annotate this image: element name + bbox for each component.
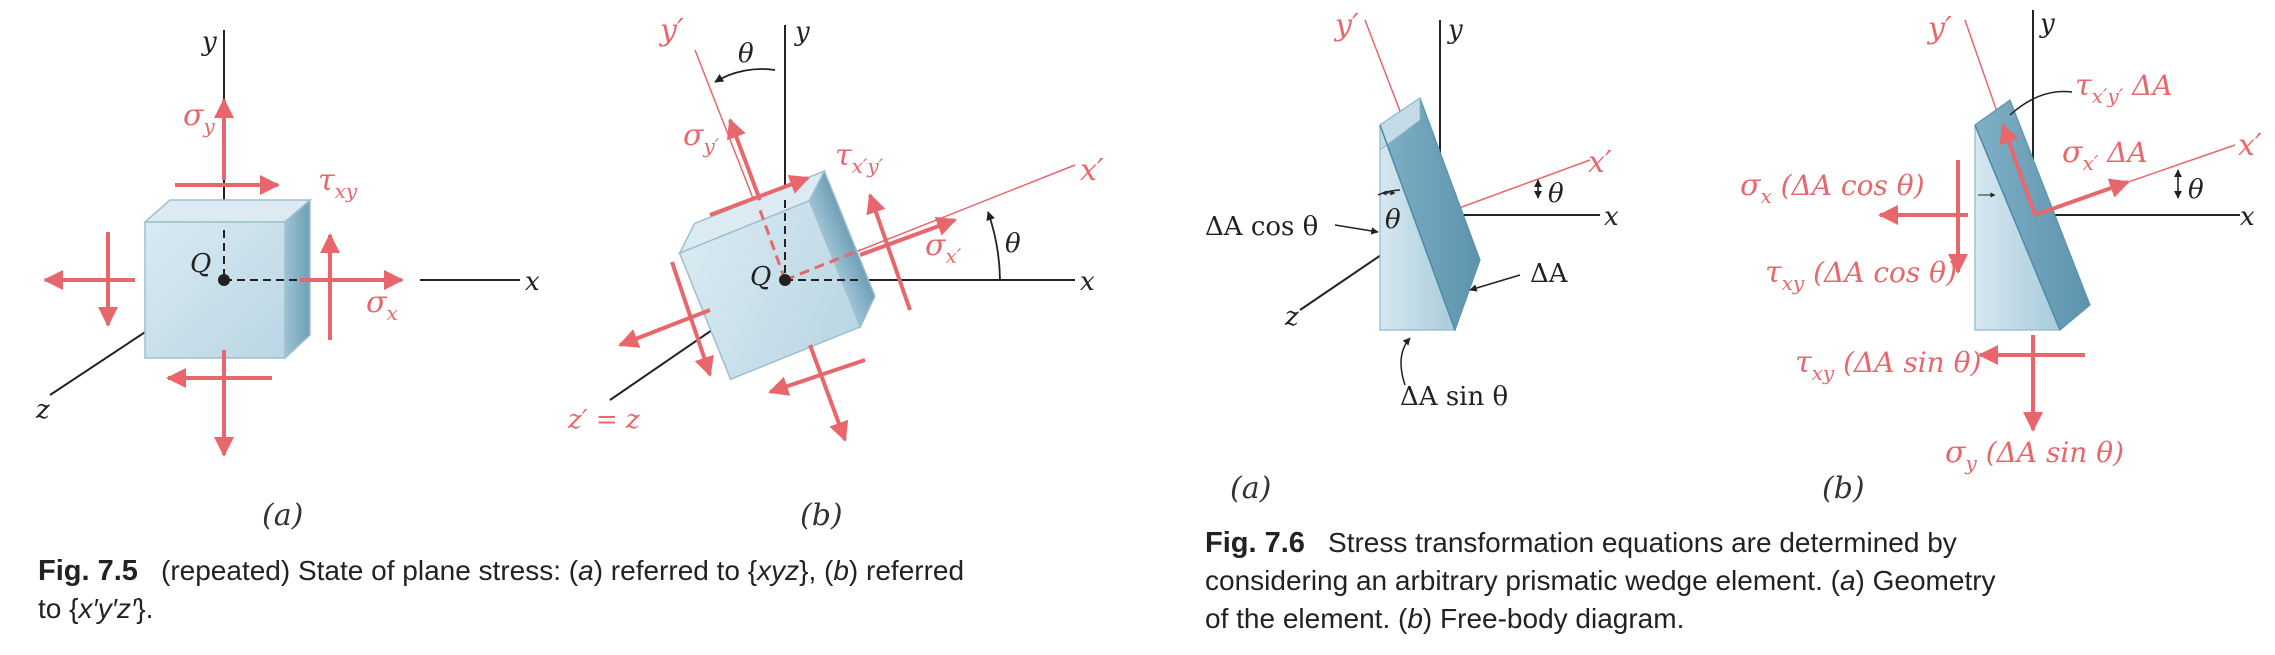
fig5b-label-theta-right: θ — [1005, 229, 1021, 259]
fig5b-label-theta-top: θ — [738, 39, 754, 69]
fig5a-panel-label: (a) — [262, 498, 303, 533]
fig6b-label-tau-xpyp-dA: τx′y′ ΔA — [2075, 68, 2173, 108]
fig5b-label-x-prime: x′ — [1080, 153, 1104, 188]
fig5b-label-sigma-xp: σx′ — [925, 228, 962, 268]
fig5a-label-sigma-x: σx — [366, 285, 398, 325]
fig5a-label-y: y — [201, 27, 217, 57]
fig5b-sigma-yp-arrow — [726, 118, 762, 201]
fig5b-tau-right-arrow — [866, 193, 912, 311]
fig6a-panel-label: (a) — [1230, 471, 1271, 506]
fig6b-label-sigma-y-sin: σy (ΔA sin θ) — [1945, 435, 2124, 475]
fig6a-diagram: y′ y x′ x z θ θ ΔA cos θ ΔA ΔA sin θ (a) — [1205, 8, 1619, 506]
fig5b-rotated-cube — [678, 169, 876, 381]
fig6b-label-theta: θ — [2188, 175, 2204, 205]
fig5b-label-tau-xpyp: τx′y′ — [835, 138, 884, 178]
fig6a-label-x: x — [1604, 202, 1619, 232]
fig5b-label-y-prime: y′ — [658, 13, 684, 48]
fig6-caption-line2: considering an arbitrary prismatic wedge… — [1205, 565, 1996, 596]
fig5a-label-tau-xy: τxy — [318, 163, 358, 203]
fig6b-label-y: y — [2039, 9, 2055, 39]
fig6b-label-y-prime: y′ — [1926, 11, 1952, 46]
fig6a-label-y-prime: y′ — [1333, 8, 1359, 43]
fig5b-label-sigma-yp: σy′ — [683, 118, 720, 158]
fig5a-cube-top — [143, 199, 312, 223]
fig5a-label-sigma-y: σy — [183, 98, 215, 138]
fig5b-sigma-xp-arrow — [859, 216, 957, 257]
fig5b-diagram: y′ y θ σy′ τx′y′ x′ x Q σx′ θ z′ = z (b) — [567, 13, 1104, 533]
fig5-caption-line2: to {x′y′z′}. — [38, 593, 153, 624]
fig6b-label-tau-xy-sin: τxy (ΔA sin θ) — [1795, 345, 1981, 385]
fig5b-tau-left-arrow — [670, 261, 714, 377]
fig6a-label-z: z — [1284, 302, 1299, 332]
fig6-caption-line1: Fig. 7.6 Stress transformation equations… — [1205, 527, 1957, 559]
fig5b-tau-bottom-arrow — [768, 358, 866, 396]
fig5a-diagram: y x z Q σy τxy σx (a) — [35, 27, 540, 533]
fig6a-label-dA-cos: ΔA cos θ — [1205, 212, 1318, 242]
fig6b-label-sigma-xp-dA: σx′ ΔA — [2062, 135, 2148, 175]
fig5b-label-x: x — [1080, 267, 1095, 297]
fig5b-theta-arc-top — [714, 68, 776, 83]
fig6b-label-tau-xy-cos: τxy (ΔA cos θ) — [1765, 255, 1957, 295]
fig6a-label-dA-sin: ΔA sin θ — [1400, 382, 1508, 412]
fig6a-label-y: y — [1447, 15, 1463, 45]
fig5b-tau-top-arrow — [709, 175, 810, 217]
fig6a-label-theta-in: θ — [1385, 205, 1401, 235]
fig5a-point-q — [218, 274, 230, 286]
fig5b-sigma-yp-bottom-arrow — [808, 344, 849, 442]
fig5b-panel-label: (b) — [800, 498, 843, 533]
fig5b-point-q — [779, 274, 791, 286]
fig6a-label-theta-out: θ — [1548, 179, 1564, 209]
fig5b-theta-arc-right — [986, 211, 1001, 281]
fig6-caption-line3: of the element. (b) Free-body diagram. — [1205, 603, 1684, 634]
fig6b-sigma-xp-arrow — [2034, 178, 2130, 217]
fig6b-panel-label: (b) — [1822, 471, 1865, 506]
fig6b-label-x-prime: x′ — [2238, 128, 2262, 163]
fig5-caption-line1: Fig. 7.5 (repeated) State of plane stres… — [38, 555, 964, 587]
fig5b-sigma-xp-left-arrow — [618, 308, 711, 348]
fig5b-label-q: Q — [750, 262, 771, 292]
fig6a-label-x-prime: x′ — [1588, 145, 1612, 180]
fig6b-label-sigma-x-term: σx (ΔA cos θ) — [1740, 168, 1925, 208]
fig6b-label-x: x — [2240, 202, 2255, 232]
fig5a-label-z: z — [35, 395, 50, 425]
fig5b-label-y: y — [794, 17, 810, 47]
fig5b-label-z-eq: z′ = z — [567, 405, 640, 435]
fig5a-label-x: x — [525, 267, 540, 297]
fig6b-diagram: y′ y x′ x θ τx′y′ ΔA σx′ ΔA σx (ΔA cos θ… — [1740, 9, 2262, 506]
fig5a-label-q: Q — [190, 249, 211, 279]
fig6b-tau-xpyp-arrow — [1999, 123, 2037, 216]
fig6a-x-prime-axis — [1439, 159, 1591, 216]
fig5a-cube-front — [144, 221, 286, 359]
fig6a-label-dA: ΔA — [1530, 259, 1569, 289]
